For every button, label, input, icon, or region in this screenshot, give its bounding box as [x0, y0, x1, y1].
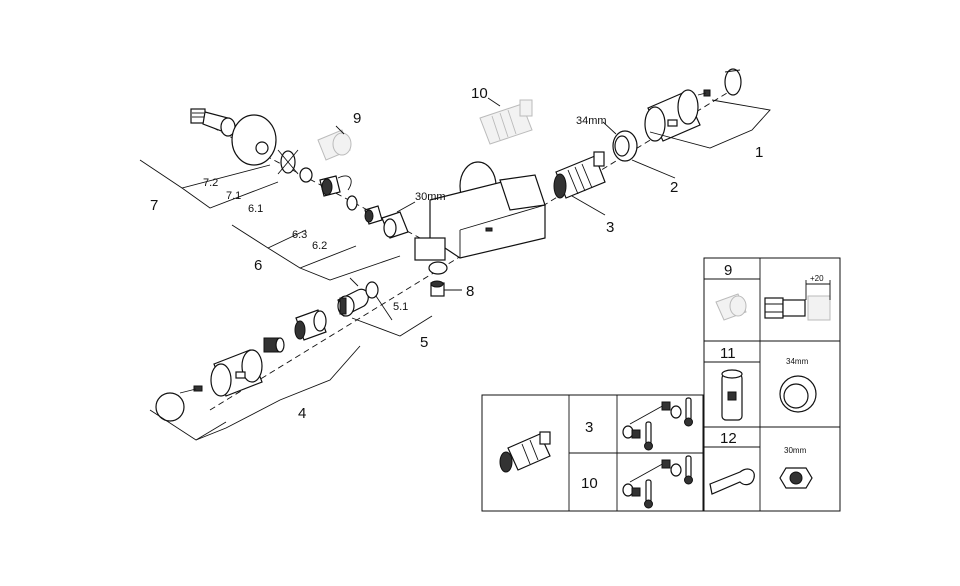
options-table	[481, 394, 704, 512]
legend-12-wrench	[709, 468, 755, 495]
options-cartridge-image	[499, 431, 551, 473]
callout-6: 6	[254, 257, 262, 274]
callout-3: 3	[606, 219, 614, 236]
legend-label-9: 9	[724, 262, 732, 279]
dim-leader	[602, 121, 617, 135]
legend-11-sleeve	[721, 369, 743, 421]
callout-7-2: 7.2	[203, 177, 218, 189]
bracket-5-1	[375, 295, 393, 321]
options-row-3: 3	[585, 419, 593, 436]
options-row-10: 10	[581, 475, 598, 492]
thermostat-icons-row-10	[622, 455, 693, 509]
part-7-1-seal	[277, 149, 299, 175]
part-10-ghost-cartridge	[479, 97, 533, 145]
part-7-union	[190, 108, 277, 166]
callout-6-2: 6.2	[312, 240, 327, 252]
part-3-cartridge	[553, 151, 606, 216]
part-5-elbow	[337, 277, 379, 317]
dim-plus20: +20	[810, 274, 824, 283]
dim-leader-30	[396, 201, 416, 213]
callout-6-3: 6.3	[292, 229, 307, 241]
legend-label-12: 12	[720, 430, 737, 447]
dim-30mm: 30mm	[415, 191, 446, 203]
callout-8: 8	[466, 283, 474, 300]
part-6-valve-set	[299, 167, 409, 239]
thermostat-icons-row-3	[622, 397, 693, 451]
part-9-extension	[317, 125, 352, 161]
legend-grid	[703, 257, 841, 512]
part-4-handle	[155, 309, 327, 422]
callout-4: 4	[298, 405, 306, 422]
callout-7-1: 7.1	[226, 190, 241, 202]
bracket-6-2	[299, 255, 401, 281]
callout-9: 9	[353, 110, 361, 127]
part-8-nut	[430, 280, 462, 297]
mixer-body	[414, 161, 546, 275]
legend-9-extension	[715, 293, 747, 321]
callout-2: 2	[670, 179, 678, 196]
callout-5: 5	[420, 334, 428, 351]
callout-1: 1	[755, 144, 763, 161]
legend-12-nut	[779, 467, 813, 489]
bracket-7-1	[181, 181, 279, 209]
dim-34mm: 34mm	[576, 115, 607, 127]
callout-5-1: 5.1	[393, 301, 408, 313]
callout-7: 7	[150, 197, 158, 214]
part-2-ring	[612, 130, 676, 179]
part-1-handle	[644, 68, 771, 149]
legend-9-extension-detail	[764, 280, 831, 321]
legend-dim-30mm: 30mm	[784, 446, 807, 455]
legend-label-11: 11	[720, 345, 736, 362]
legend-11-ring	[779, 375, 817, 413]
legend-dim-34mm: 34mm	[786, 357, 809, 366]
callout-6-1: 6.1	[248, 203, 263, 215]
callout-10: 10	[471, 85, 488, 102]
bracket-5	[351, 315, 433, 337]
bracket-4-b	[195, 345, 361, 441]
